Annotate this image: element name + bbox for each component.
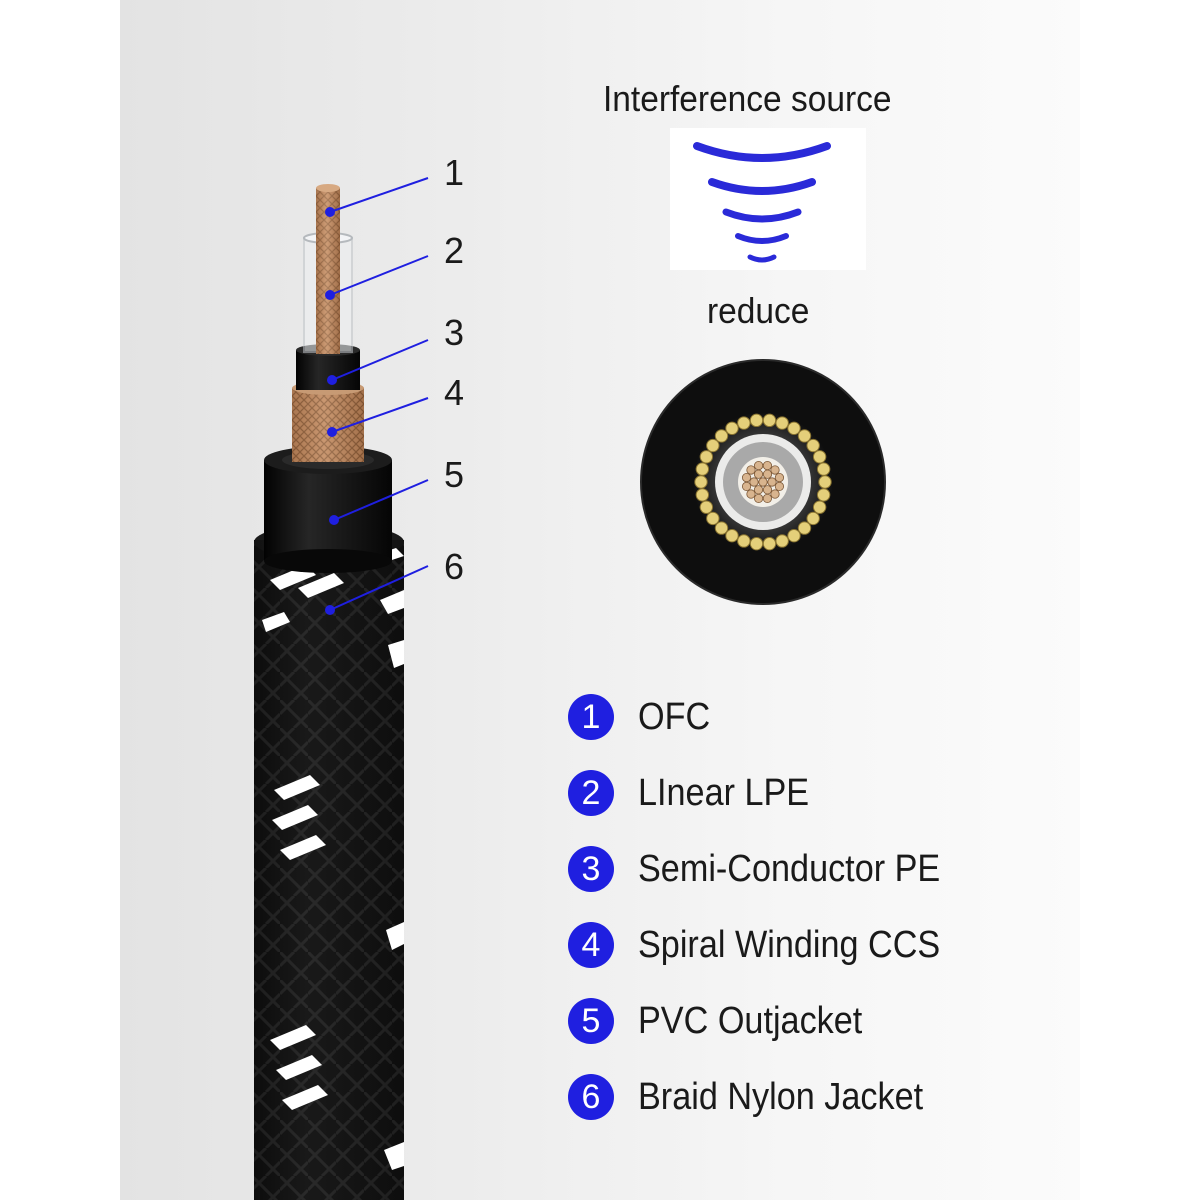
ccs-strand [798,430,810,442]
ofc-strand [747,490,755,498]
legend-item-semi-conductor-pe: 3 Semi-Conductor PE [568,844,1068,894]
ofc-strand [763,486,771,494]
ccs-strand [707,439,719,451]
reduce-label: reduce [707,290,809,332]
ofc-strand [775,482,783,490]
ccs-strand [726,422,738,434]
ccs-strand [819,476,831,488]
ccs-strand [776,535,788,547]
ccs-strand [750,414,762,426]
ccs-strand [695,476,707,488]
legend-number-badge: 5 [568,998,614,1044]
ofc-strand [754,461,762,469]
ofc-strand [763,461,771,469]
ccs-strand [738,535,750,547]
ofc-strand [771,466,779,474]
ccs-strand [700,451,712,463]
ofc-strand [742,482,750,490]
ccs-strand [788,422,800,434]
ofc-strand [763,470,771,478]
legend-number-badge: 2 [568,770,614,816]
legend-number-badge: 3 [568,846,614,892]
ccs-strand [763,414,775,426]
legend-label: Braid Nylon Jacket [638,1072,923,1122]
ccs-strand [763,537,775,549]
legend-label: PVC Outjacket [638,996,862,1046]
ofc-strand [763,494,771,502]
legend-item-braid-nylon-jacket: 6 Braid Nylon Jacket [568,1072,1068,1122]
ofc-strand [754,486,762,494]
legend-item-linear-lpe: 2 LInear LPE [568,768,1068,818]
ofc-strand [759,478,767,486]
layer-number-1: 1 [434,152,474,194]
ccs-strand [700,501,712,513]
legend-number-badge: 4 [568,922,614,968]
ccs-strand [738,417,750,429]
ofc-strand [754,494,762,502]
callout-dot-3 [327,375,337,385]
ccs-strand [715,430,727,442]
ccs-strand [813,501,825,513]
callout-dot-5 [329,515,339,525]
cable-cross-section-icon [641,360,885,604]
layer-number-3: 3 [434,312,474,354]
ofc-strand [747,466,755,474]
spiral-winding-ccs-layer [292,381,364,462]
ofc-strand [754,470,762,478]
ccs-strand [715,522,727,534]
ofc-strand [775,473,783,481]
legend-label: Spiral Winding CCS [638,920,940,970]
layer-number-4: 4 [434,372,474,414]
legend-label: Semi-Conductor PE [638,844,940,894]
braid-nylon-jacket-layer [254,524,404,1200]
ccs-strand [807,512,819,524]
interference-wave-icon [670,128,866,270]
legend-number-badge: 1 [568,694,614,740]
ofc-strand [742,473,750,481]
ccs-strand [776,417,788,429]
legend-item-pvc-outjacket: 5 PVC Outjacket [568,996,1068,1046]
ofc-strand [750,478,758,486]
ccs-strand [817,463,829,475]
ccs-strand [750,537,762,549]
ccs-strand [696,489,708,501]
ccs-strand [696,463,708,475]
ofc-strand [771,490,779,498]
ccs-strand [798,522,810,534]
layer-number-2: 2 [434,230,474,272]
callout-dot-6 [325,605,335,615]
legend-item-spiral-winding-ccs: 4 Spiral Winding CCS [568,920,1068,970]
legend-label: OFC [638,692,710,742]
legend-number-badge: 6 [568,1074,614,1120]
layer-number-5: 5 [434,454,474,496]
ofc-strand [768,478,776,486]
ccs-strand [807,439,819,451]
ccs-strand [813,451,825,463]
pvc-outjacket-layer [264,446,392,573]
callout-dot-4 [327,427,337,437]
ccs-strand [726,529,738,541]
callout-line-1 [330,178,428,212]
callout-dot-1 [325,207,335,217]
legend-item-ofc: 1 OFC [568,692,1068,742]
layer-number-6: 6 [434,546,474,588]
ccs-strand [788,529,800,541]
callout-dot-2 [325,290,335,300]
legend-label: LInear LPE [638,768,809,818]
ccs-strand [707,512,719,524]
interference-source-label: Interference source [603,78,891,120]
ccs-strand [817,489,829,501]
